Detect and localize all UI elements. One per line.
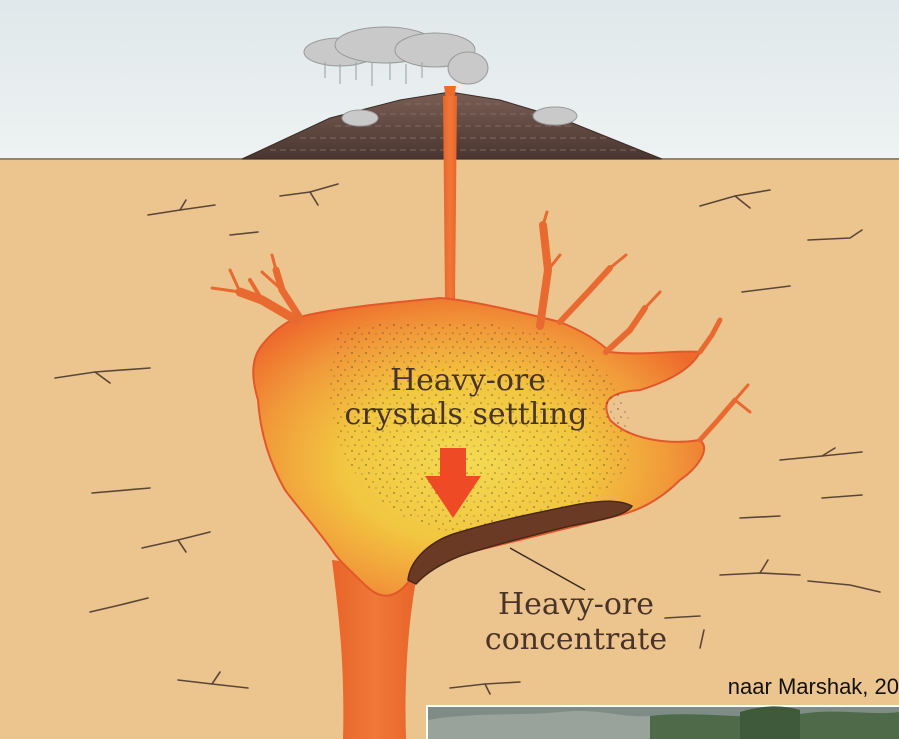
label-concentrate-line1: Heavy-ore <box>498 587 654 622</box>
upper-conduit <box>443 96 457 300</box>
label-settling-line1: Heavy-ore <box>390 363 546 398</box>
credit-text: naar Marshak, 20 <box>728 674 899 699</box>
inset-photo <box>426 705 899 739</box>
label-settling-line2: crystals settling <box>345 397 588 432</box>
label-concentrate-line2: concentrate <box>485 622 667 657</box>
